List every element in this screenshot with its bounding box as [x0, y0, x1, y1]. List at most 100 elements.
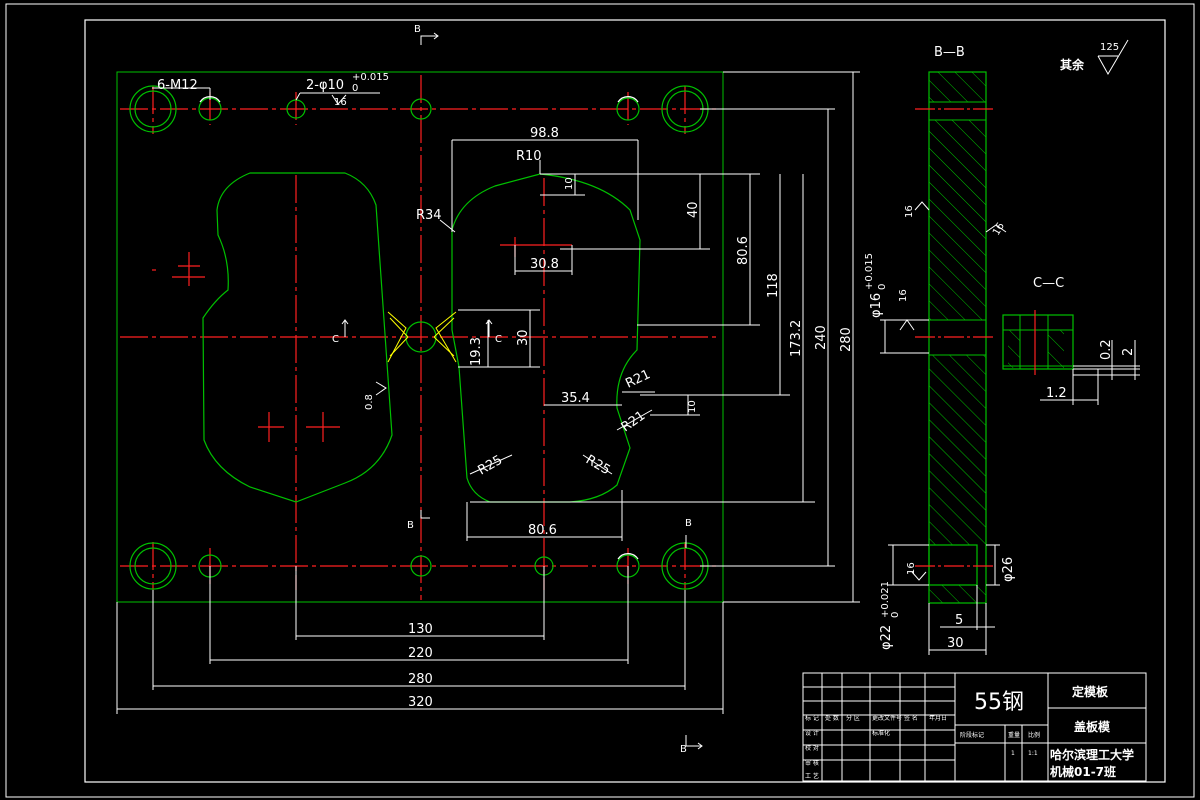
dim-pin-holes: 2-φ10 [306, 78, 344, 93]
dim-80-6v: 80.6 [736, 236, 751, 265]
dim-30-8: 30.8 [530, 257, 559, 272]
section-b-bottom: B [680, 744, 687, 755]
dim-220: 220 [408, 646, 433, 661]
center-crosses [152, 237, 572, 442]
cavity-left [202, 172, 393, 503]
roughness-symbol-08 [375, 381, 387, 396]
roughness-symbol-a [331, 94, 347, 105]
dim-pin-tol0: 0 [352, 83, 358, 94]
tb-scale-label: 比例 [1028, 731, 1040, 739]
tb-part-name: 定模板 [1072, 684, 1109, 699]
roughness-16c: 16 [991, 221, 1007, 238]
bb-hatch-upper [929, 120, 986, 320]
dim-r25b: R25 [583, 452, 613, 478]
centerlines [120, 75, 720, 600]
tb-weight-label: 重量 [1008, 731, 1020, 739]
inner-border [84, 19, 1166, 783]
dim-r34: R34 [416, 208, 442, 223]
roughness-16b: 16 [904, 205, 915, 218]
dim-130: 130 [408, 622, 433, 637]
dim-phi16: φ16 [869, 293, 884, 318]
section-b-right: B [685, 518, 692, 529]
dim-2: 2 [1121, 348, 1136, 356]
roughness-16d: 16 [898, 289, 909, 302]
bb-hatch-lower [929, 355, 986, 545]
tb-material: 55钢 [974, 690, 1024, 715]
dim-240: 240 [814, 325, 829, 350]
cavity-right [451, 173, 641, 503]
dim-pin-tol: +0.015 [352, 72, 389, 83]
section-cc-view [1002, 310, 1140, 405]
roughness-16e: 16 [906, 562, 917, 575]
cc-outline [1002, 314, 1074, 370]
gate-runner [387, 311, 457, 363]
dim-320: 320 [408, 695, 433, 710]
dim-phi22: φ22 [879, 625, 894, 650]
section-b-mid: B [407, 520, 414, 531]
dim-280h: 280 [408, 672, 433, 687]
dim-r25a: R25 [476, 453, 506, 479]
dim-10b: 10 [687, 400, 698, 413]
dim-0-8: 0.8 [364, 394, 375, 410]
dimension-lines [116, 71, 860, 714]
tb-stage: 阶段标记 [960, 731, 984, 739]
section-markers [341, 32, 703, 750]
dim-phi22-tol: +0.021 [880, 581, 891, 618]
dim-phi16-tol0: 0 [877, 284, 888, 290]
dim-0-2: 0.2 [1099, 339, 1114, 360]
tb-hdr-mark: 标 记 [805, 714, 819, 722]
tb-school: 哈尔滨理工大学 [1050, 747, 1134, 762]
dim-80-6h: 80.6 [528, 523, 557, 538]
view-bb-label: B—B [934, 45, 965, 60]
dim-35-4: 35.4 [561, 391, 590, 406]
roughness-symbol-rest [1097, 39, 1129, 76]
bb-hatch-top [929, 72, 986, 102]
dim-98-8: 98.8 [530, 126, 559, 141]
dim-10a: 10 [564, 177, 575, 190]
tb-hdr-date: 年月日 [929, 714, 947, 722]
dim-280v: 280 [839, 327, 854, 352]
tb-review: 审 核 [805, 759, 819, 767]
view-cc-label: C—C [1033, 276, 1064, 291]
section-c-right: C [495, 334, 502, 345]
tb-hdr-docno: 更改文件号 [872, 714, 902, 722]
tb-craft: 工 艺 [805, 772, 819, 780]
dim-r21b: R21 [619, 408, 649, 435]
section-c-left: C [332, 334, 339, 345]
section-b-top: B [414, 24, 421, 35]
tb-hdr-sign: 签 名 [904, 714, 918, 722]
dim-118: 118 [766, 273, 781, 298]
tb-hdr-zone: 分 区 [846, 714, 860, 722]
dim-phi26: φ26 [1001, 557, 1016, 582]
dim-5: 5 [955, 613, 963, 628]
small-holes [198, 96, 640, 578]
dim-30v: 30 [516, 329, 531, 346]
dim-173-2: 173.2 [789, 320, 804, 357]
tb-scale: 1:1 [1028, 750, 1038, 757]
dim-19-3: 19.3 [469, 337, 484, 366]
dim-r10: R10 [516, 149, 542, 164]
bb-hatch-bottom [929, 585, 986, 603]
dim-r21a: R21 [623, 367, 653, 391]
tb-std: 标准化 [872, 729, 890, 737]
dim-1-2: 1.2 [1046, 386, 1067, 401]
dim-40: 40 [686, 201, 701, 218]
roughness-rest-val: 125 [1100, 42, 1119, 53]
dim-phi16-tol: +0.015 [864, 253, 875, 290]
tb-assembly: 盖板模 [1074, 719, 1111, 734]
roughness-16a: 16 [334, 97, 347, 108]
tb-hdr-count: 处 数 [825, 714, 839, 722]
dim-30h: 30 [947, 636, 964, 651]
plate-outline [116, 71, 724, 603]
corner-holes [129, 85, 709, 590]
section-bb-view [880, 71, 1007, 655]
dim-m12: 6-M12 [157, 78, 198, 93]
tb-qty: 1 [1011, 750, 1015, 757]
plate-front-view [116, 71, 724, 603]
tb-class: 机械01-7班 [1050, 764, 1116, 779]
title-block [802, 672, 1147, 782]
roughness-rest: 其余 [1060, 57, 1085, 72]
tb-check: 校 对 [805, 744, 819, 752]
tb-design: 设 计 [805, 729, 819, 737]
